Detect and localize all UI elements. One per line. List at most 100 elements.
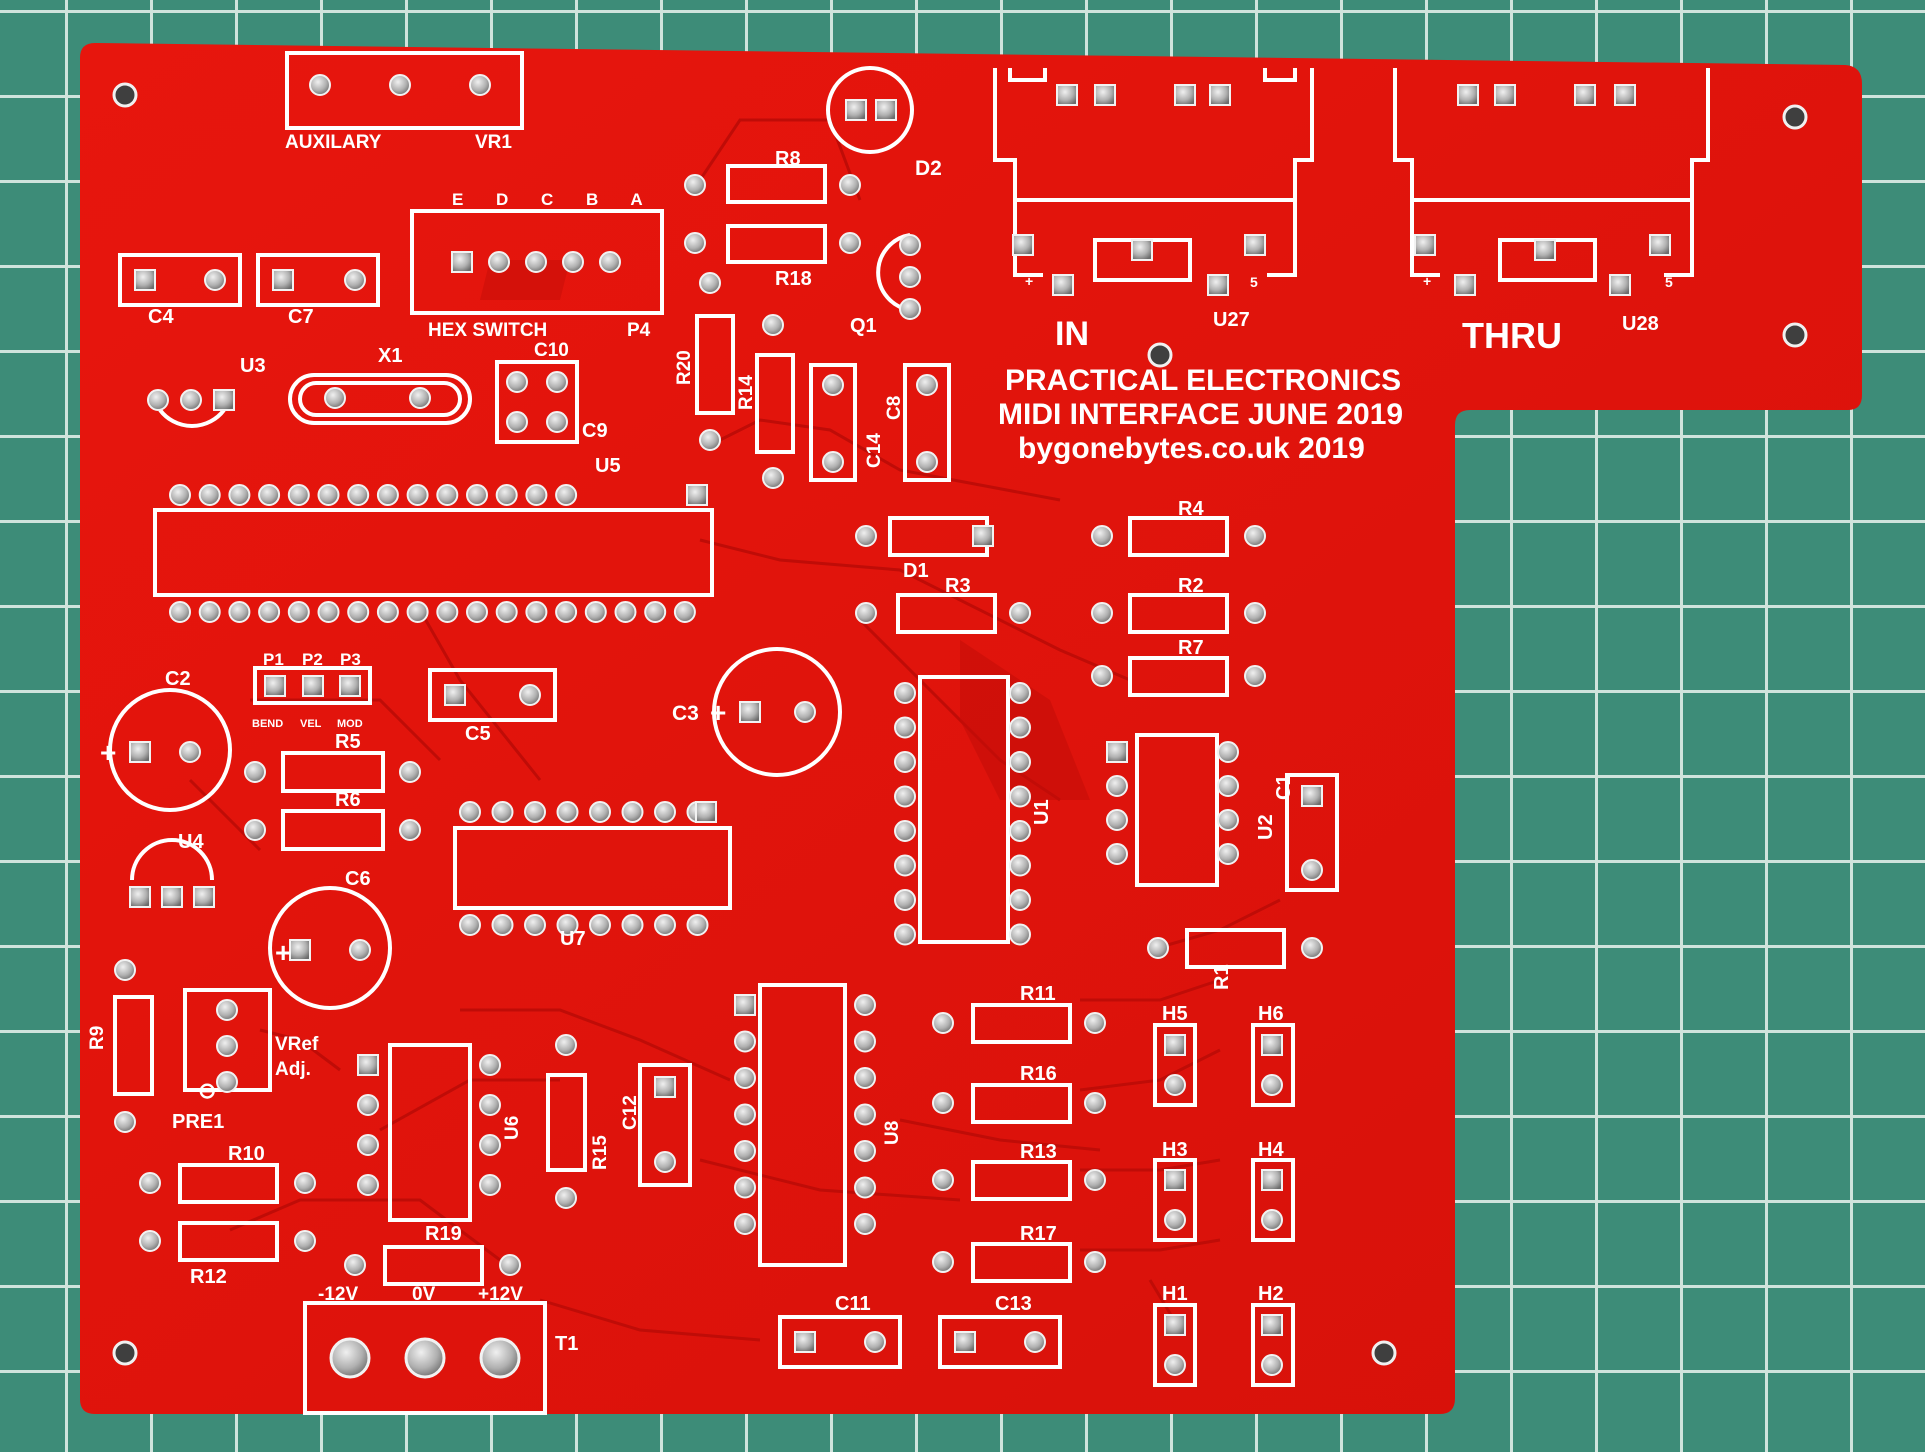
label-c3: C3 bbox=[672, 702, 699, 725]
label-c2: C2 bbox=[165, 668, 191, 690]
solder-pad bbox=[734, 994, 756, 1016]
solder-pad bbox=[1024, 1331, 1046, 1353]
solder-pad bbox=[894, 820, 916, 842]
label-h2: H2 bbox=[1258, 1283, 1284, 1305]
solder-pad bbox=[1094, 84, 1116, 106]
label-h3: H3 bbox=[1162, 1139, 1188, 1161]
solder-pad bbox=[525, 251, 547, 273]
solder-pad bbox=[734, 1140, 756, 1162]
solder-pad bbox=[916, 374, 938, 396]
solder-pad bbox=[114, 959, 136, 981]
solder-pad bbox=[854, 1103, 876, 1126]
solder-pad bbox=[1207, 274, 1229, 296]
solder-pad bbox=[839, 174, 861, 196]
solder-pad bbox=[204, 269, 226, 291]
solder-pad bbox=[621, 914, 644, 936]
solder-pad bbox=[357, 1054, 379, 1076]
solder-pad bbox=[855, 602, 877, 624]
solder-pad bbox=[1106, 809, 1128, 831]
solder-pad bbox=[469, 74, 491, 96]
solder-pad bbox=[654, 1076, 676, 1098]
solder-pad bbox=[499, 1254, 521, 1276]
solder-pad bbox=[376, 601, 399, 623]
label-c2-plus: + bbox=[100, 737, 116, 768]
solder-pad bbox=[1009, 785, 1031, 808]
solder-pad bbox=[357, 1134, 379, 1156]
solder-pad bbox=[1209, 84, 1231, 106]
solder-pad bbox=[734, 1067, 756, 1089]
solder-pad bbox=[1084, 1012, 1106, 1034]
solder-pad bbox=[459, 801, 481, 823]
solder-pad bbox=[822, 451, 844, 473]
solder-pad bbox=[1091, 602, 1113, 624]
label-c1: C1 bbox=[1273, 774, 1295, 800]
solder-pad bbox=[228, 601, 251, 623]
solder-pad bbox=[272, 269, 294, 291]
midi-pin-5-thru: 5 bbox=[1665, 274, 1673, 290]
solder-pad bbox=[129, 886, 151, 908]
solder-pad bbox=[169, 601, 191, 623]
label-r5: R5 bbox=[335, 731, 361, 753]
terminal-pad bbox=[479, 1337, 521, 1379]
title-line-2: MIDI INTERFACE JUNE 2019 bbox=[998, 398, 1403, 431]
solder-pad bbox=[1261, 1169, 1283, 1191]
label-u6: U6 bbox=[502, 1116, 523, 1140]
solder-pad bbox=[654, 801, 676, 823]
label-u5: U5 bbox=[595, 455, 621, 477]
solder-pad bbox=[589, 914, 611, 936]
solder-pad bbox=[244, 819, 266, 841]
terminal-pad bbox=[404, 1337, 446, 1379]
solder-pad bbox=[525, 484, 548, 506]
solder-pad bbox=[289, 939, 311, 961]
label-p3: P3 bbox=[340, 650, 361, 669]
label-u2: U2 bbox=[1255, 814, 1277, 840]
solder-pad bbox=[762, 467, 784, 489]
solder-pad bbox=[1301, 859, 1323, 881]
label-thru: THRU bbox=[1462, 315, 1562, 356]
solder-pad bbox=[699, 272, 721, 294]
silkscreen-text: AUXILARY VR1 D2 R8 R18 Q1 E D C B A HEX … bbox=[87, 132, 1673, 1355]
solder-pad bbox=[193, 886, 215, 908]
label-r9: R9 bbox=[87, 1026, 108, 1050]
solder-pad bbox=[495, 601, 518, 623]
solder-pad bbox=[495, 484, 518, 506]
solder-pad bbox=[1009, 751, 1031, 773]
solder-pad bbox=[347, 484, 370, 506]
label-bend: BEND bbox=[252, 718, 283, 730]
solder-pad bbox=[1174, 84, 1196, 106]
solder-pad bbox=[451, 251, 473, 273]
solder-pad bbox=[347, 601, 370, 623]
solder-pad bbox=[621, 801, 644, 823]
solder-pad bbox=[444, 684, 466, 706]
solder-pad bbox=[258, 484, 281, 506]
solder-pad bbox=[1131, 239, 1153, 261]
solder-pad bbox=[1261, 1209, 1283, 1231]
solder-pad bbox=[673, 601, 696, 623]
label-r15: R15 bbox=[590, 1135, 611, 1170]
solder-pad bbox=[644, 601, 667, 623]
solder-pad bbox=[686, 914, 709, 936]
label-r12: R12 bbox=[190, 1266, 227, 1288]
solder-pad bbox=[1164, 1169, 1186, 1191]
solder-pad bbox=[1454, 274, 1476, 296]
label-p2: P2 bbox=[302, 650, 323, 669]
solder-pad bbox=[654, 914, 676, 936]
label-x1: X1 bbox=[378, 345, 402, 367]
solder-pad bbox=[1574, 84, 1596, 106]
solder-pad bbox=[555, 1034, 577, 1056]
solder-pad bbox=[1009, 854, 1031, 877]
solder-pad bbox=[198, 601, 221, 623]
solder-pad bbox=[584, 601, 607, 623]
solder-pad bbox=[479, 1174, 501, 1196]
solder-pad bbox=[854, 1140, 876, 1162]
solder-pad bbox=[1012, 234, 1034, 256]
solder-pad bbox=[1091, 525, 1113, 547]
label-r8: R8 bbox=[775, 148, 801, 170]
solder-pad bbox=[864, 1331, 886, 1353]
label-adj: Adj. bbox=[275, 1059, 311, 1080]
solder-pad bbox=[1244, 665, 1266, 687]
solder-pad bbox=[1261, 1314, 1283, 1336]
solder-pad bbox=[216, 1035, 238, 1057]
solder-pad bbox=[916, 451, 938, 473]
solder-pad bbox=[1164, 1354, 1186, 1376]
